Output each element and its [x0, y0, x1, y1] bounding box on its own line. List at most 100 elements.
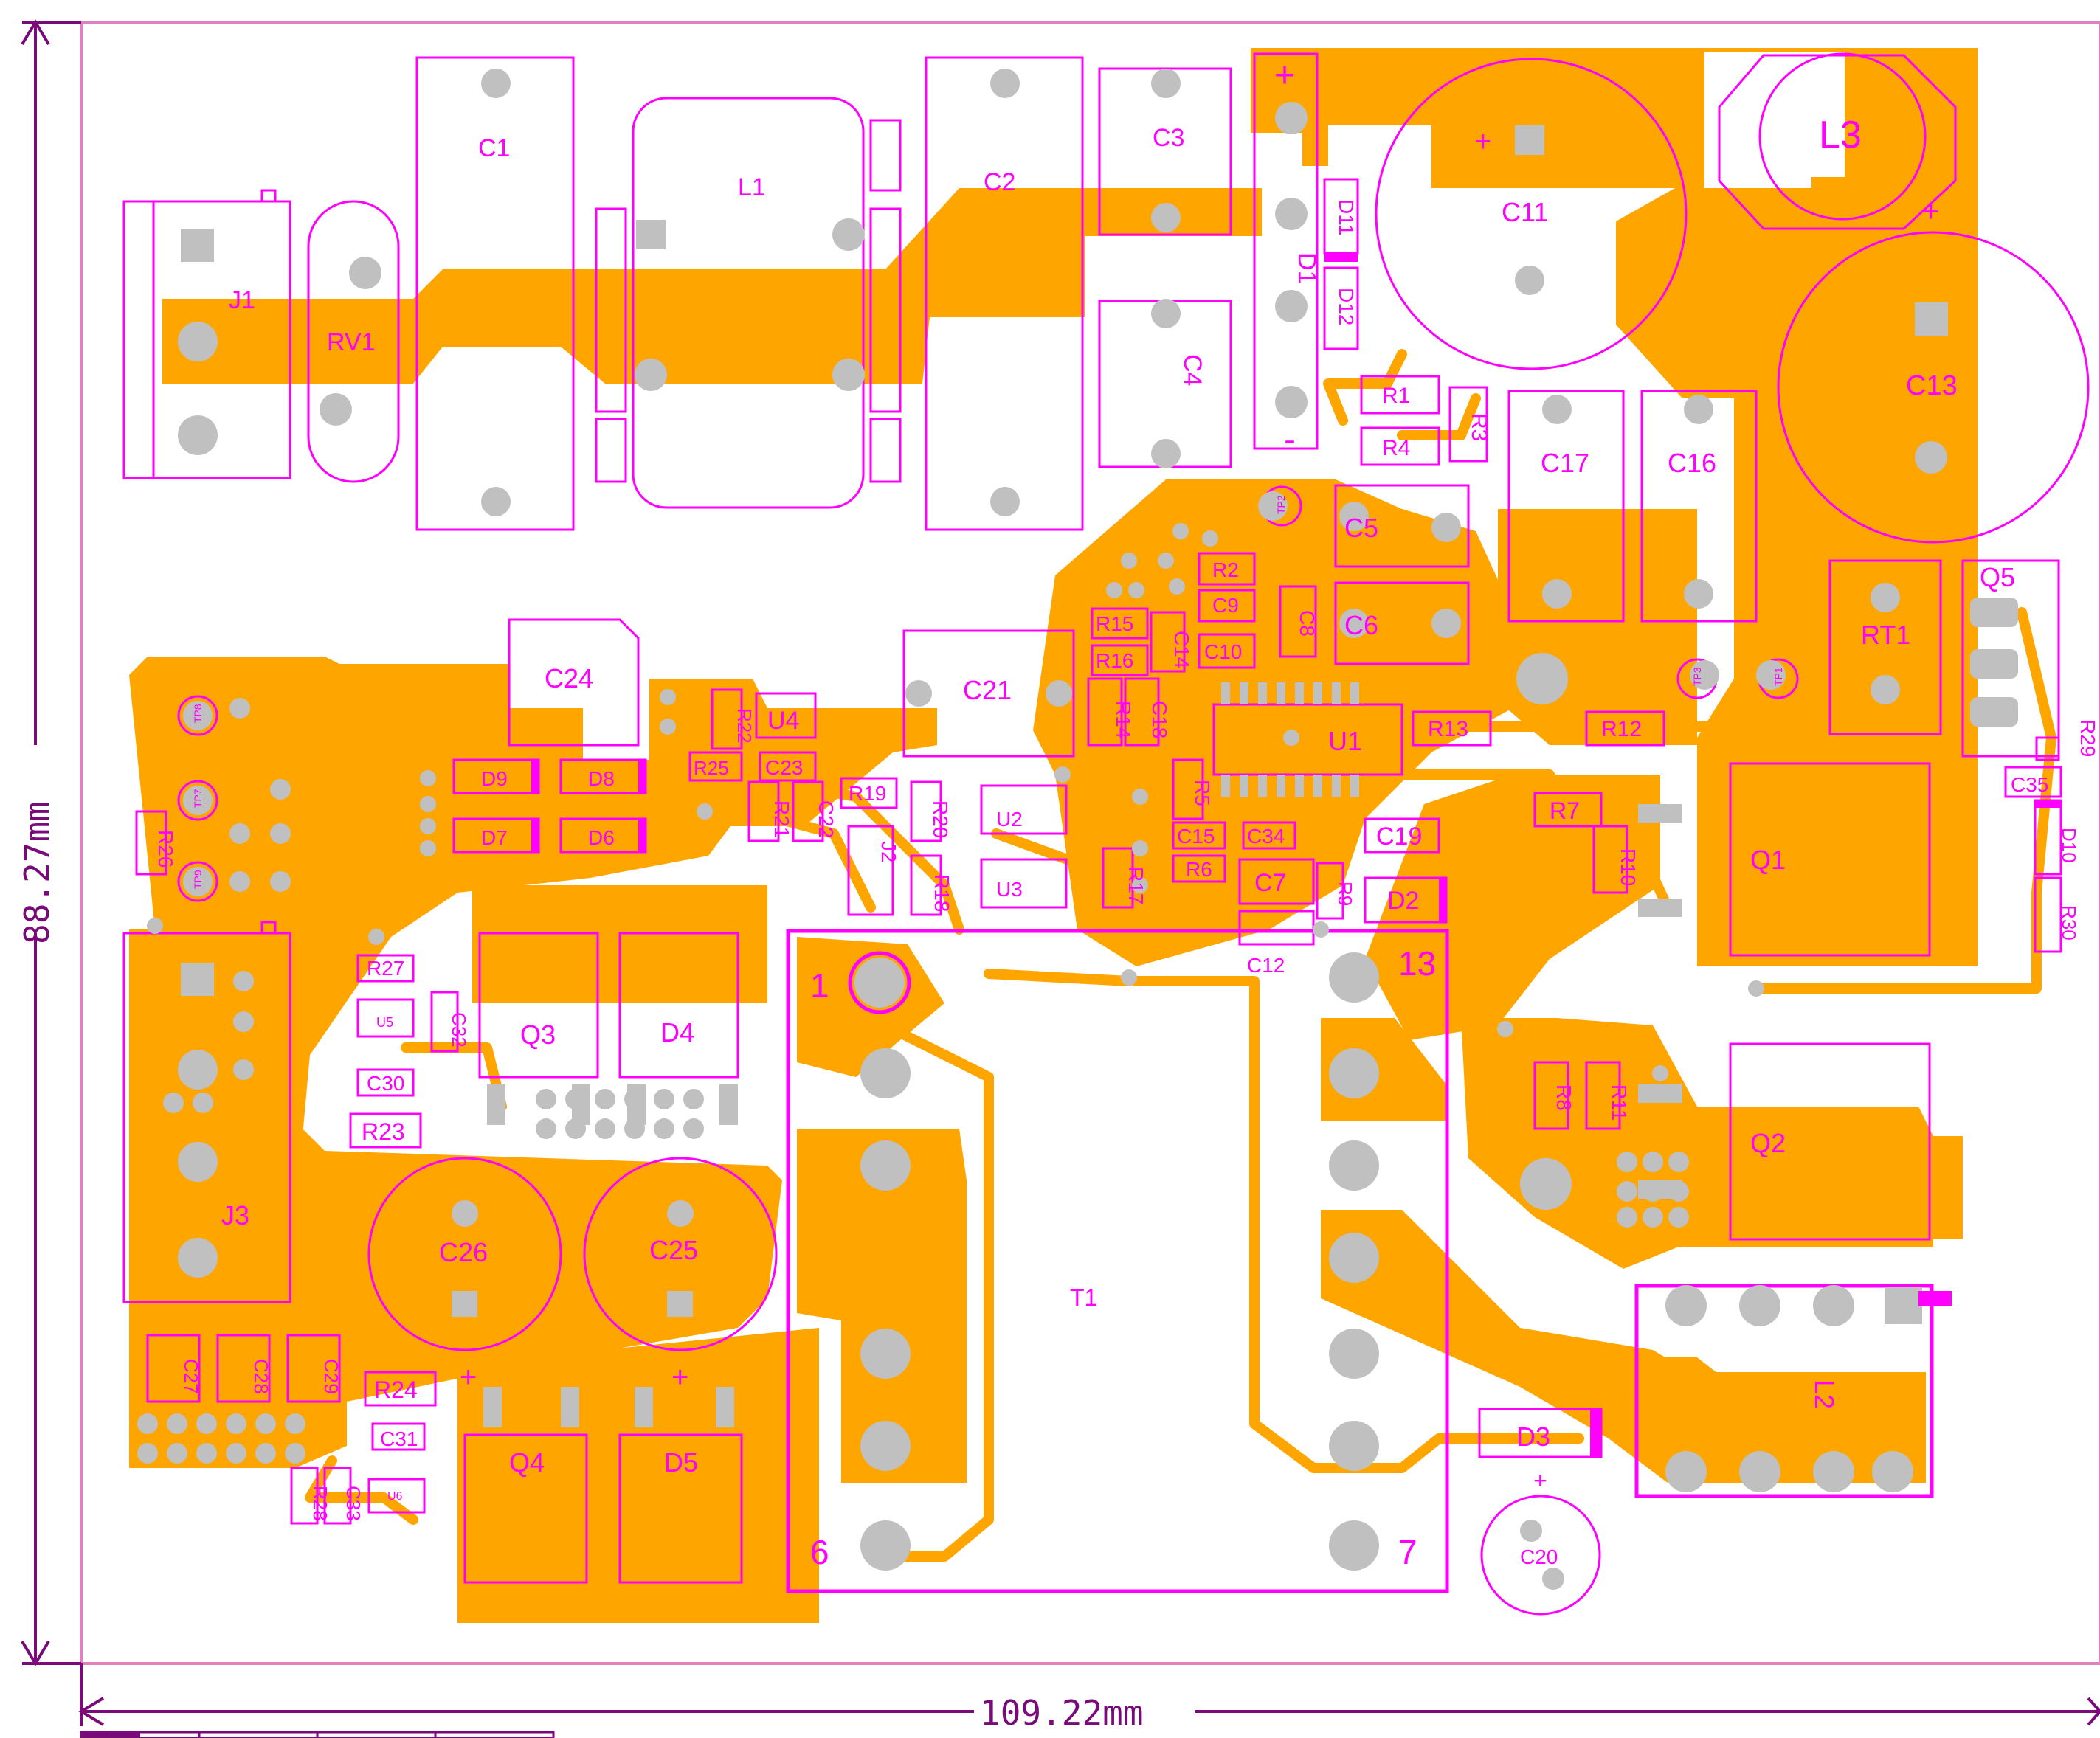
- label-q3: Q3: [520, 1019, 556, 1050]
- label-c20: C20: [1520, 1545, 1558, 1568]
- label-c23: C23: [765, 756, 803, 779]
- label-c16: C16: [1668, 448, 1716, 478]
- label-c21: C21: [963, 675, 1012, 705]
- label-r29: R29: [2076, 719, 2099, 757]
- label-tp1: TP1: [1772, 667, 1784, 686]
- dimension-lines: 88.27mm 109.22mm: [17, 19, 2100, 1738]
- label-d4: D4: [660, 1017, 694, 1048]
- label-tp7: TP7: [192, 789, 204, 808]
- label-c13: C13: [1906, 370, 1958, 401]
- label-c32: C32: [448, 1012, 470, 1048]
- label-c6: C6: [1344, 610, 1378, 640]
- label-d5: D5: [664, 1447, 698, 1478]
- label-c25: C25: [649, 1235, 698, 1265]
- label-c34: C34: [1247, 825, 1285, 848]
- label-c31: C31: [380, 1427, 418, 1450]
- polarity-plus-c13: +: [1922, 195, 1939, 228]
- label-r1: R1: [1382, 384, 1410, 408]
- label-c8: C8: [1296, 610, 1319, 637]
- width-dimension: 109.22mm: [980, 1693, 1144, 1733]
- label-d10: D10: [2058, 828, 2080, 863]
- label-c3: C3: [1153, 124, 1184, 152]
- label-d1: D1: [1293, 252, 1321, 284]
- label-r9: R9: [1334, 882, 1356, 906]
- label-c1: C1: [478, 134, 510, 162]
- label-r8: R8: [1552, 1084, 1575, 1111]
- label-j1: J1: [229, 286, 255, 314]
- label-l3: L3: [1819, 114, 1862, 156]
- label-d2: D2: [1387, 887, 1419, 915]
- label-c33: C33: [342, 1486, 365, 1521]
- marker-layer: [531, 253, 2061, 1457]
- label-r15: R15: [1096, 612, 1133, 635]
- polarity-plus-c11: +: [1474, 125, 1491, 158]
- label-c14: C14: [1170, 631, 1193, 668]
- label-j3: J3: [221, 1200, 249, 1230]
- copper-layer: [129, 48, 1978, 1623]
- polarity-plus-q4: +: [460, 1361, 477, 1393]
- label-r20: R20: [929, 800, 952, 838]
- t1-pin-7: 7: [1398, 1533, 1417, 1571]
- label-r28: R28: [309, 1486, 331, 1521]
- label-t1: T1: [1070, 1284, 1097, 1311]
- label-q5: Q5: [1980, 562, 2015, 592]
- label-r13: R13: [1428, 717, 1468, 741]
- label-r19: R19: [849, 782, 886, 805]
- t1-pin-6: 6: [810, 1533, 829, 1571]
- label-c18: C18: [1148, 701, 1171, 738]
- label-c29: C29: [320, 1359, 342, 1394]
- label-c9: C9: [1212, 594, 1239, 617]
- label-r27: R27: [367, 957, 404, 980]
- label-j2: J2: [877, 841, 900, 863]
- t1-pin-13: 13: [1398, 944, 1436, 983]
- label-r18: R18: [930, 874, 953, 912]
- board-outline: [80, 21, 2100, 1665]
- label-u6: U6: [387, 1490, 403, 1503]
- label-u3: U3: [996, 878, 1023, 901]
- label-c10: C10: [1204, 640, 1242, 663]
- label-c24: C24: [545, 663, 593, 693]
- label-q4: Q4: [509, 1447, 545, 1478]
- label-r22: R22: [733, 708, 756, 744]
- label-u5: U5: [376, 1015, 393, 1030]
- label-c11: C11: [1502, 197, 1548, 227]
- label-c17: C17: [1541, 448, 1589, 478]
- label-r16: R16: [1096, 649, 1133, 672]
- label-c30: C30: [367, 1072, 404, 1095]
- l2-outline: [1634, 1284, 1934, 1498]
- label-u4: U4: [767, 707, 799, 735]
- label-r7: R7: [1550, 797, 1580, 824]
- label-r24: R24: [374, 1377, 418, 1403]
- label-r25: R25: [694, 757, 729, 779]
- label-r5: R5: [1191, 780, 1214, 806]
- label-u1: U1: [1328, 726, 1362, 756]
- label-tp2: TP2: [1275, 495, 1287, 514]
- label-c2: C2: [984, 168, 1015, 196]
- label-l2: L2: [1809, 1379, 1840, 1409]
- label-d11: D11: [1335, 199, 1358, 235]
- label-r4: R4: [1382, 436, 1410, 460]
- height-dimension: 88.27mm: [17, 801, 57, 944]
- t1-outline: [786, 929, 1449, 1593]
- label-rt1: RT1: [1861, 620, 1910, 650]
- label-r30: R30: [2058, 905, 2080, 941]
- label-l1: L1: [738, 173, 766, 201]
- label-q1: Q1: [1750, 845, 1786, 875]
- t1-pin-1: 1: [810, 966, 829, 1005]
- polarity-plus-d1: +: [1274, 56, 1295, 95]
- label-tp3: TP3: [1691, 667, 1703, 686]
- label-r21: R21: [770, 800, 793, 838]
- label-r10: R10: [1617, 848, 1640, 886]
- label-rv1: RV1: [327, 328, 376, 356]
- label-c12: C12: [1247, 954, 1285, 977]
- label-c7: C7: [1254, 869, 1286, 897]
- label-c19: C19: [1376, 823, 1422, 851]
- label-r17: R17: [1125, 867, 1147, 904]
- pad-layer: [137, 69, 2018, 1590]
- label-c22: C22: [815, 800, 837, 838]
- label-d3: D3: [1516, 1422, 1550, 1452]
- label-r2: R2: [1212, 558, 1239, 581]
- label-c5: C5: [1344, 513, 1378, 543]
- label-c26: C26: [439, 1237, 488, 1267]
